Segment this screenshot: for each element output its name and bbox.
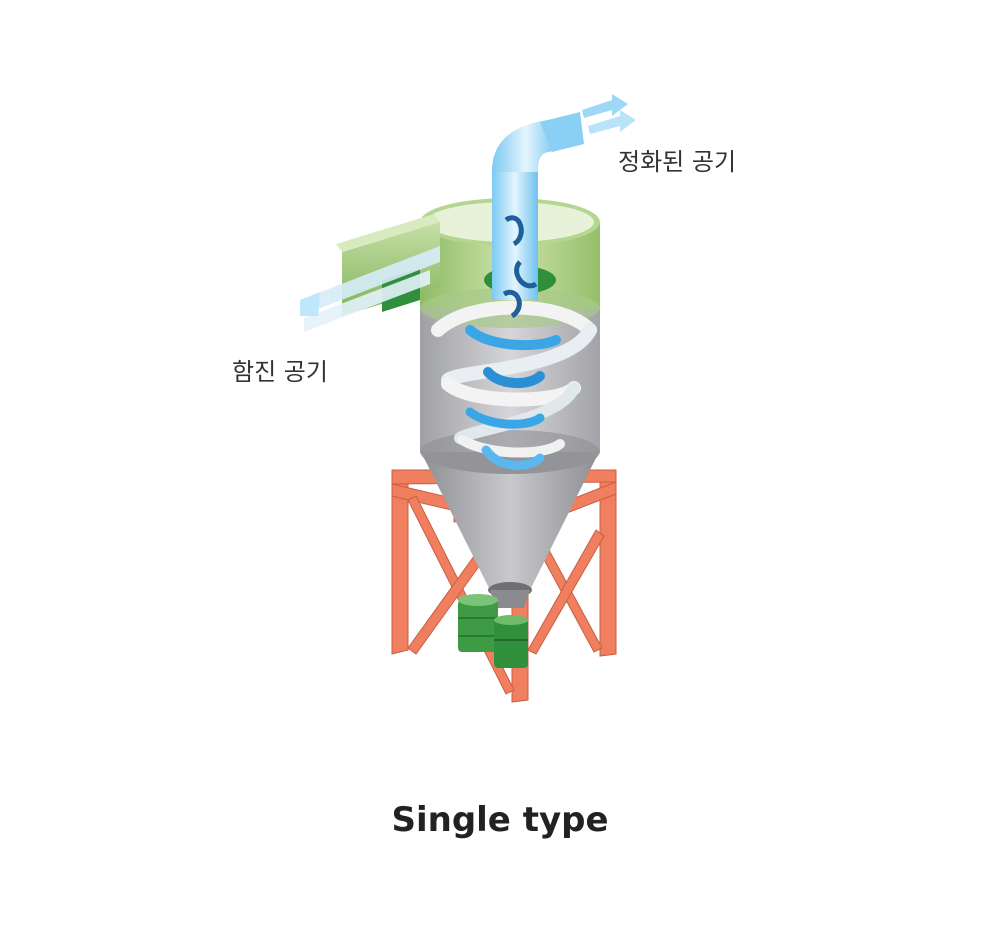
inlet-duct [300, 214, 440, 332]
frame-leg-left [391, 473, 409, 655]
dirty-air-label: 함진 공기 [232, 358, 328, 386]
clean-air-arrows [582, 94, 636, 134]
diagram-caption: Single type [391, 800, 609, 840]
brace-right-b [527, 529, 605, 655]
vortex-airflow [431, 300, 597, 470]
frame-leg-right [599, 477, 617, 657]
collection-drums [458, 594, 528, 668]
clean-air-label: 정화된 공기 [618, 148, 737, 176]
outlet-pipe [492, 112, 584, 319]
